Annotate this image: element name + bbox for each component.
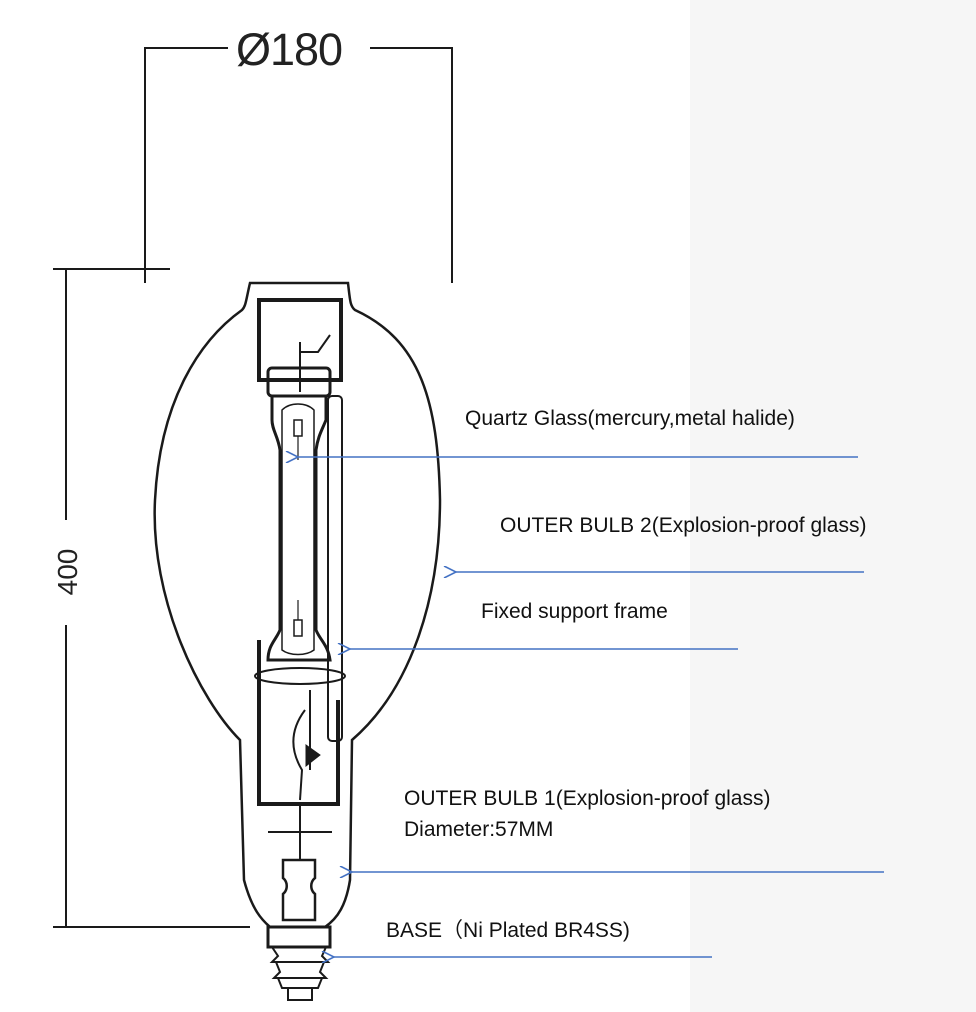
label-quartz-glass: Quartz Glass(mercury,metal halide) — [465, 407, 795, 430]
diameter-dimension-label: Ø180 — [236, 24, 343, 75]
support-rod — [254, 395, 346, 742]
label-diameter-spec: Diameter:57MM — [404, 818, 554, 841]
lower-mount — [257, 640, 340, 860]
upper-mount — [257, 298, 343, 398]
arc-tube — [266, 394, 332, 662]
callout-arrows — [298, 457, 884, 957]
label-outer-bulb-2: OUTER BULB 2(Explosion-proof glass) — [500, 514, 867, 537]
label-base: BASE（Ni Plated BR4SS) — [386, 919, 630, 942]
label-outer-bulb-1: OUTER BULB 1(Explosion-proof glass) — [404, 787, 771, 810]
label-support-frame: Fixed support frame — [481, 600, 668, 623]
background-strip — [690, 0, 976, 1012]
side-dimension-line — [53, 268, 250, 928]
top-dimension-line — [144, 47, 453, 283]
height-dimension-label: 400 — [52, 548, 83, 596]
lamp-base — [266, 858, 332, 1001]
